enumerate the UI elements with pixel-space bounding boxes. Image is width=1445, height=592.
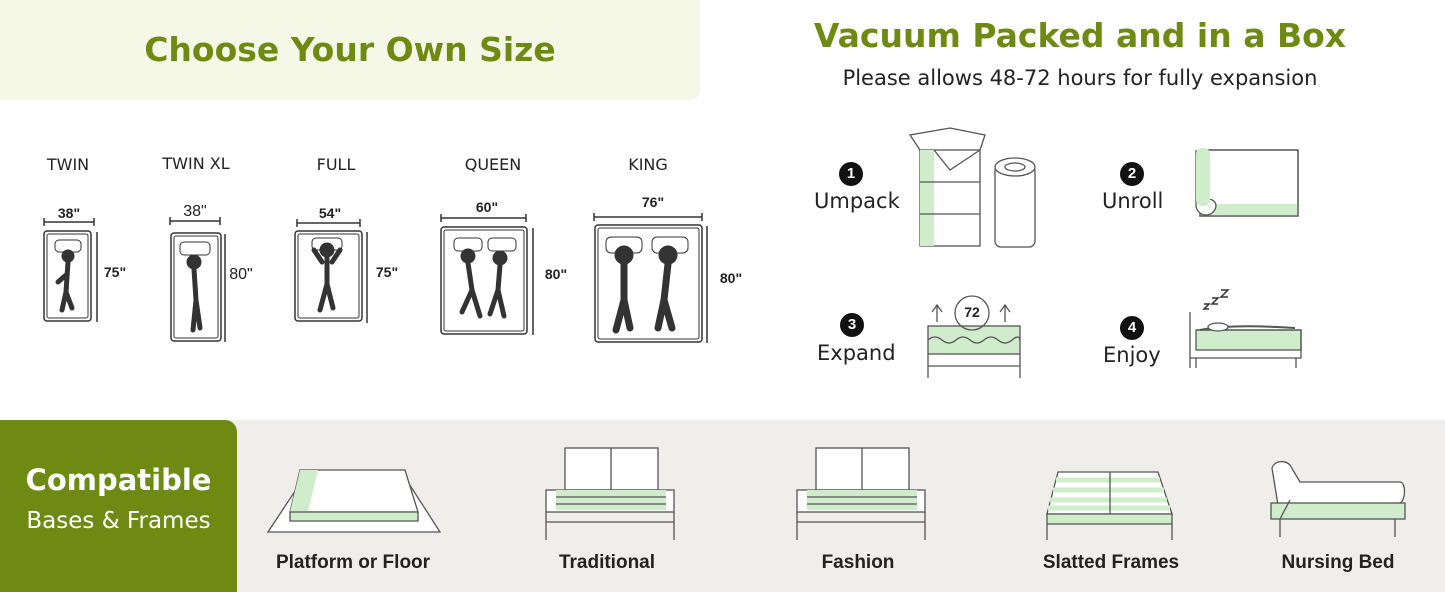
size-label-twin: TWIN	[46, 155, 90, 174]
full-width: 54"	[318, 205, 342, 221]
size-label-twin-xl: TWIN XL	[162, 154, 230, 173]
expand-hours-badge: 72	[964, 304, 980, 320]
base-label-nursing: Nursing Bed	[1281, 552, 1395, 573]
sizes-title: Choose Your Own Size	[144, 30, 556, 69]
step-1-number: 1	[839, 162, 863, 186]
twin-length: 75"	[103, 264, 127, 280]
compatible-subtitle: Bases & Frames	[26, 508, 211, 534]
step-2-label: Unroll	[1102, 189, 1164, 213]
compatible-label-box	[0, 420, 237, 592]
size-label-queen: QUEEN	[464, 155, 522, 174]
twin-xl-length: 80"	[229, 266, 253, 283]
vacuum-step-illustrations	[908, 127, 1302, 378]
compatible-title: Compatible	[25, 463, 212, 497]
step-4-number: 4	[1120, 316, 1144, 340]
twin-width: 38"	[57, 205, 81, 221]
step-3-label: Expand	[817, 341, 896, 365]
size-label-king: KING	[628, 155, 668, 174]
queen-width: 60"	[475, 199, 499, 215]
vacuum-title: Vacuum Packed and in a Box	[813, 16, 1347, 55]
queen-length: 80"	[544, 266, 568, 282]
base-label-traditional: Traditional	[558, 552, 656, 573]
full-length: 75"	[375, 264, 399, 280]
size-label-full: FULL	[316, 155, 356, 174]
base-label-slatted: Slatted Frames	[1042, 552, 1180, 573]
twin-xl-width: 38"	[183, 203, 207, 220]
mattress-size-illustrations	[43, 213, 708, 343]
base-label-fashion: Fashion	[821, 552, 895, 573]
step-3-number: 3	[840, 313, 864, 337]
size-header-panel	[0, 0, 700, 100]
compatible-band	[0, 420, 1445, 592]
base-label-platform: Platform or Floor	[275, 552, 431, 573]
king-length: 80"	[719, 270, 743, 286]
king-width: 76"	[641, 194, 665, 210]
vacuum-subtitle: Please allows 48-72 hours for fully expa…	[842, 66, 1318, 90]
step-2-number: 2	[1120, 162, 1144, 186]
step-1-label: Umpack	[814, 189, 900, 213]
step-4-label: Enjoy	[1103, 343, 1161, 367]
